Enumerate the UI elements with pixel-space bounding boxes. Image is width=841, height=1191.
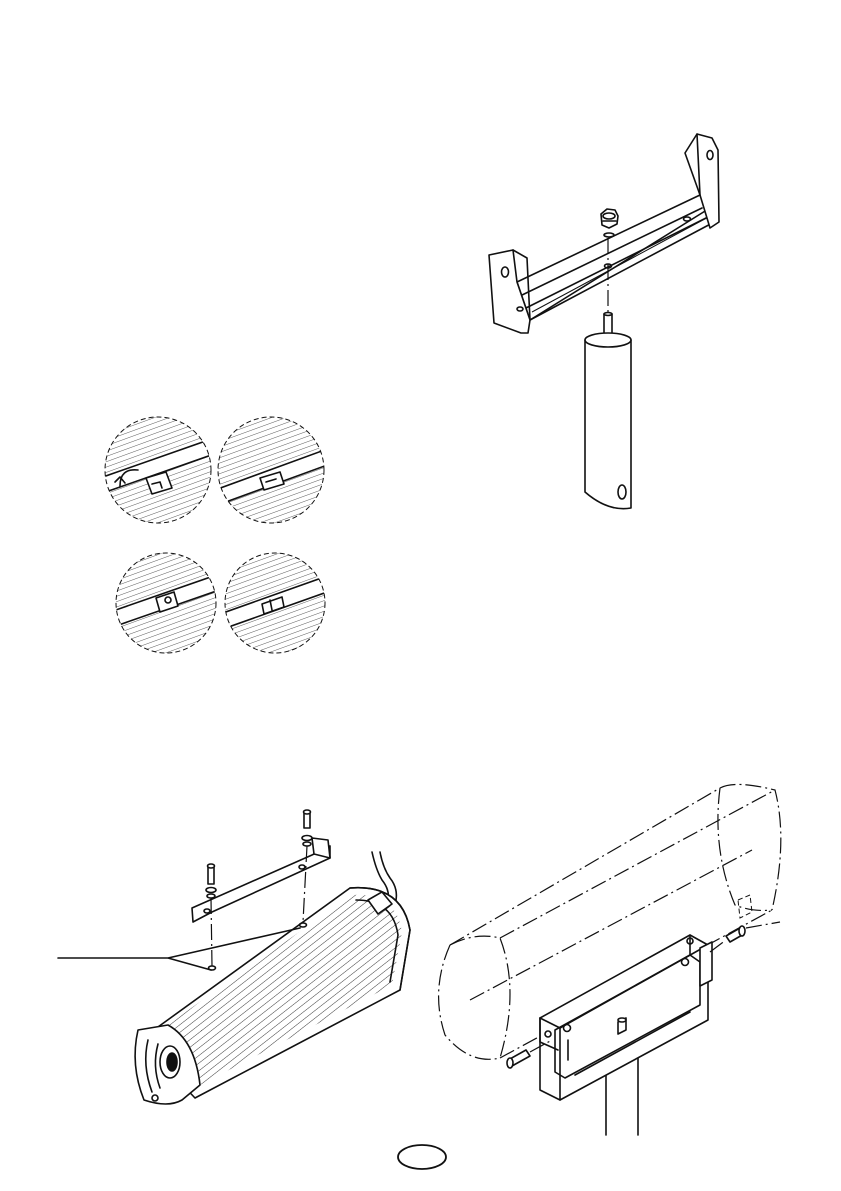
page-number-badge [396, 1143, 448, 1171]
speaker-mounted-on-pole [439, 784, 781, 1135]
clip-detail-views [100, 415, 335, 660]
clip-detail-4 [220, 550, 335, 660]
clip-detail-3 [110, 550, 225, 660]
clip-detail-2 [215, 415, 335, 535]
screw-left [206, 864, 216, 898]
clip-detail-1 [100, 415, 220, 535]
u-bracket-frame [540, 935, 712, 1100]
side-bolt-right [710, 922, 780, 952]
support-pole [585, 313, 631, 509]
bracket-attachment-to-speaker [58, 810, 410, 1104]
mounting-nut [601, 209, 618, 237]
screw-right [302, 810, 312, 846]
u-bracket-pole-mount [489, 134, 719, 509]
